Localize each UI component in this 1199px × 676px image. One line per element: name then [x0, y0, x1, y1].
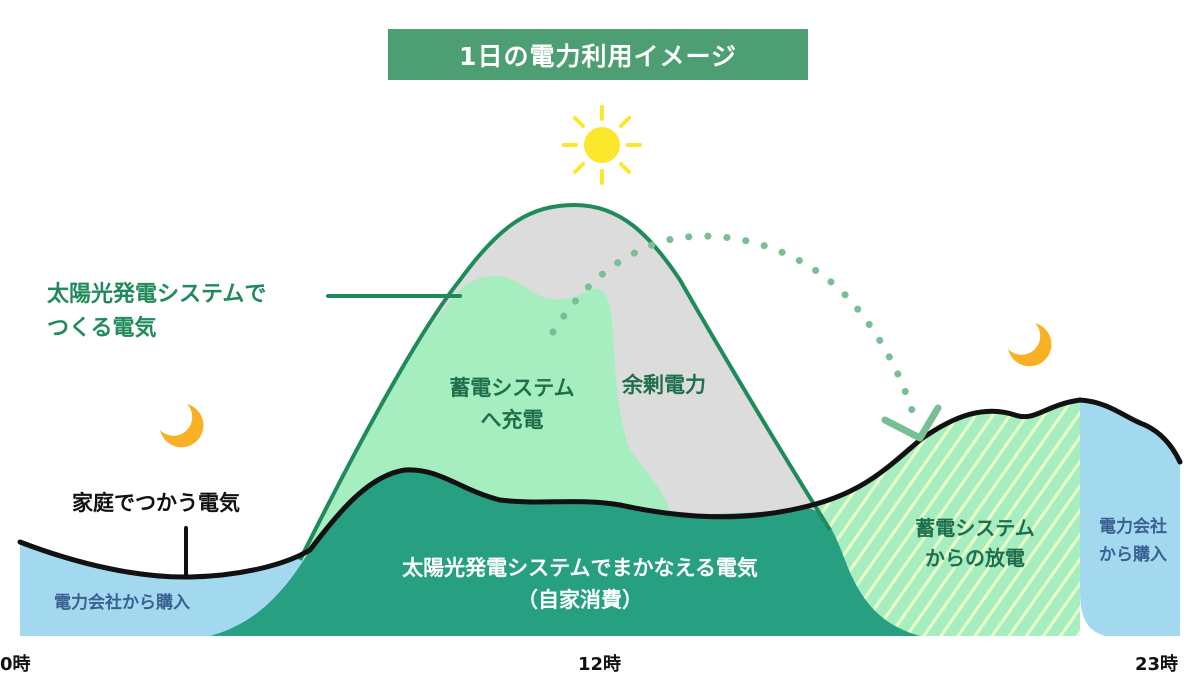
household-usage-label: 家庭でつかう電気 — [72, 491, 240, 515]
axis-label-start: 0時 — [0, 654, 31, 675]
arrow-head-icon — [881, 404, 942, 442]
purchase-area-right — [1080, 400, 1180, 636]
self-consumption-label-line2: （自家消費） — [517, 588, 643, 612]
title-text: 1日の電力利用イメージ — [459, 41, 737, 71]
axis-label-end: 23時 — [1135, 654, 1179, 675]
moon-icon-left — [160, 404, 204, 448]
battery-discharge-label: 蓄電システム からの放電 — [890, 513, 1060, 573]
solar-generation-label-line2: つくる電気 — [47, 316, 157, 341]
battery-discharge-area — [815, 400, 1080, 636]
surplus-label: 余剰電力 — [622, 373, 706, 397]
axis-label-middle: 12時 — [578, 654, 622, 675]
battery-discharge-label-line2: からの放電 — [925, 546, 1025, 570]
sun-icon — [562, 105, 642, 185]
purchase-right-label-line2: から購入 — [1099, 545, 1167, 565]
self-consumption-label: 太陽光発電システムでまかなえる電気 （自家消費） — [355, 552, 805, 616]
solar-generation-outline — [298, 202, 832, 561]
moon-icon-right — [1008, 323, 1052, 367]
household-usage-line — [17, 397, 1183, 580]
battery-charge-label-line1: 蓄電システム — [449, 376, 575, 400]
purchase-left-label: 電力会社から購入 — [54, 593, 190, 613]
battery-charge-label-line2: へ充電 — [480, 408, 544, 432]
transfer-arrow-dotted — [549, 232, 919, 424]
purchase-right-label: 電力会社 から購入 — [1083, 513, 1183, 569]
solar-generation-label-line1: 太陽光発電システムで — [47, 282, 267, 307]
self-consumption-label-line1: 太陽光発電システムでまかなえる電気 — [402, 556, 758, 580]
diagram-title: 1日の電力利用イメージ — [388, 29, 808, 80]
solar-generation-label: 太陽光発電システムで つくる電気 — [47, 278, 266, 346]
purchase-right-label-line1: 電力会社 — [1099, 517, 1167, 537]
battery-discharge-label-line1: 蓄電システム — [915, 516, 1035, 540]
battery-charge-label: 蓄電システム へ充電 — [432, 372, 592, 436]
self-consumption-area — [210, 469, 920, 636]
